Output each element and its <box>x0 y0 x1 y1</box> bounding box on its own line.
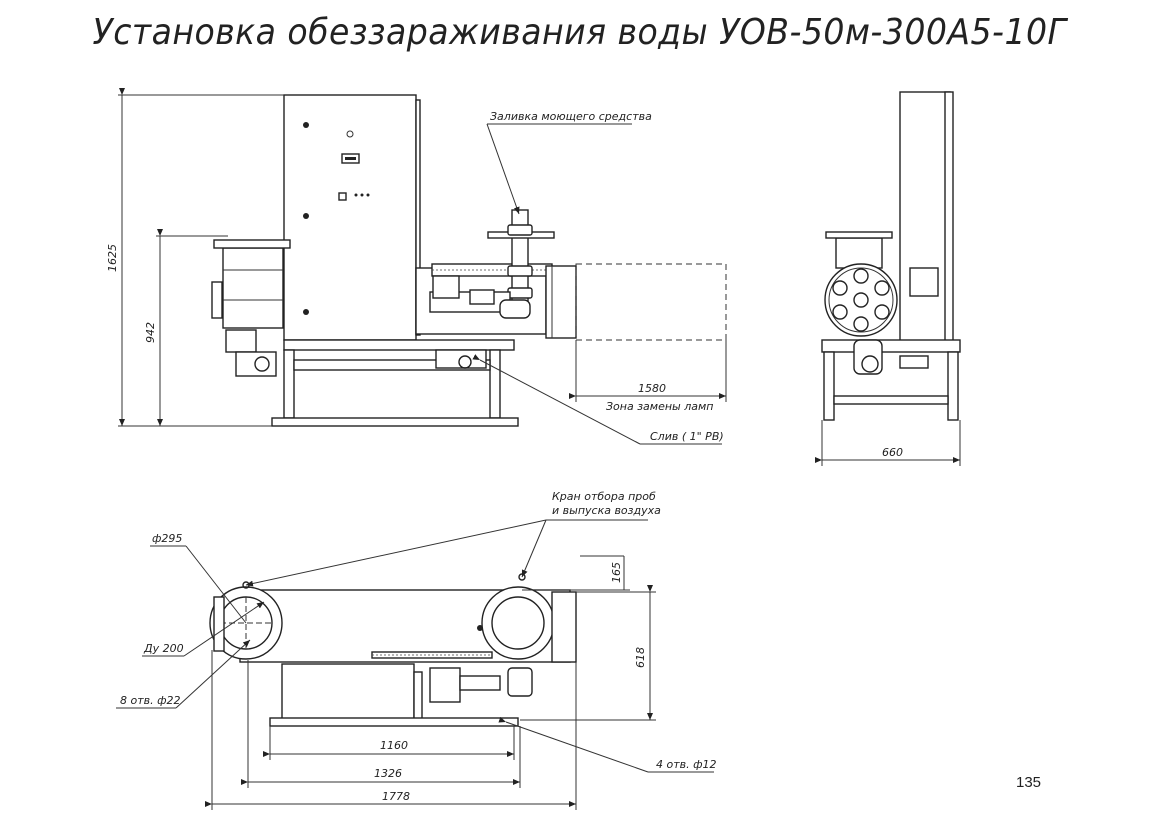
page-number: 135 <box>1016 774 1042 791</box>
right-flange <box>481 586 555 660</box>
dim-height-axis: 942 <box>144 322 157 343</box>
dim-height-total: 1625 <box>106 244 119 272</box>
label-sampling-valve-2: и выпуска воздуха <box>552 504 661 517</box>
label-sampling-valve-1: Кран отбора проб <box>552 490 656 503</box>
label-dn: Ду 200 <box>143 642 184 655</box>
dim-top-depth: 618 <box>634 647 647 668</box>
dim-frame-1326: 1326 <box>374 767 402 780</box>
dim-top-offset: 165 <box>610 562 623 583</box>
label-drain: Слив ( 1" РВ) <box>650 430 724 443</box>
label-detergent-inlet: Заливка моющего средства <box>490 110 652 123</box>
dim-overall-1778: 1778 <box>382 790 410 803</box>
lamp-chamber-end <box>824 263 898 337</box>
dim-side-width: 660 <box>882 446 903 459</box>
front-view: 1625 942 1580 Зона замены ламп Заливка м… <box>106 88 727 445</box>
dim-lamp-zone: 1580 <box>638 382 666 395</box>
label-lamp-zone: Зона замены ламп <box>606 400 714 413</box>
label-diameter-295: ф295 <box>152 532 182 545</box>
dim-frame-1160: 1160 <box>380 739 408 752</box>
side-cabinet <box>899 91 951 343</box>
top-view: 165 618 1160 1326 1778 ф295 Ду 200 8 отв… <box>116 490 717 810</box>
label-holes-22: 8 отв. ф22 <box>120 694 181 707</box>
drawing-title: Установка обеззараживания воды УОВ-50м-3… <box>92 12 1067 53</box>
label-holes-12: 4 отв. ф12 <box>656 758 717 771</box>
control-cabinet-top <box>281 663 415 721</box>
side-view: 660 <box>815 91 961 466</box>
